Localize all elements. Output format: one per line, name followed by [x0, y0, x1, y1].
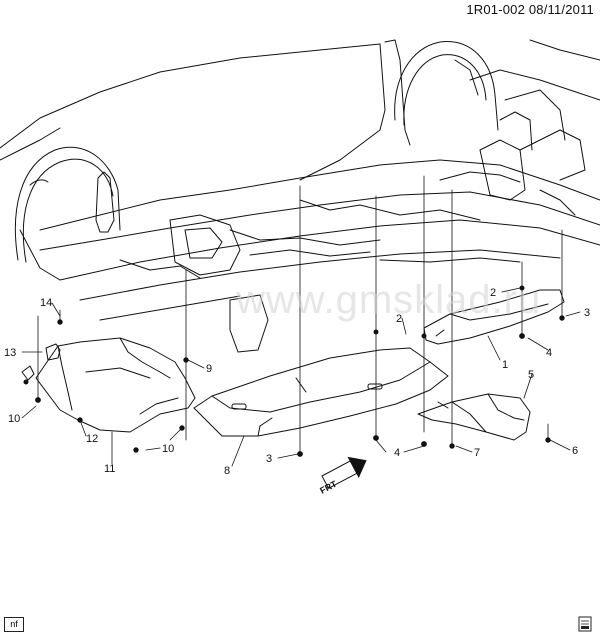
- part-1-rear-underbody-shield: [423, 289, 565, 345]
- document-icon: [578, 616, 592, 632]
- front-direction-indicator: FRT: [318, 456, 367, 496]
- callout-2: 2: [396, 313, 402, 325]
- arrow-icon: [347, 456, 367, 479]
- front-suspension-tower: [95, 171, 269, 353]
- callout-1: 1: [502, 359, 508, 371]
- callout-12: 12: [86, 433, 98, 445]
- callout-3: 3: [584, 307, 590, 319]
- callout-8: 8: [224, 465, 230, 477]
- part-5-rear-shield: [417, 393, 531, 441]
- document-reference: 1R01-002 08/11/2011: [466, 2, 594, 17]
- callout-11: 11: [104, 463, 115, 475]
- rear-wheel-well: [394, 41, 566, 141]
- part-13-bracket: [21, 343, 61, 381]
- callout-leaders: [21, 287, 581, 467]
- callout-5: 5: [528, 369, 534, 381]
- part-11-front-splash-shield: [35, 337, 196, 433]
- callout-2: 2: [490, 287, 496, 299]
- vehicle-body-outline: [0, 39, 600, 181]
- part-8-center-underbody-shield: [193, 347, 449, 437]
- callout-10: 10: [162, 443, 174, 455]
- rear-frame-rail: [479, 111, 586, 216]
- frt-label: FRT: [318, 478, 339, 495]
- callout-7: 7: [474, 447, 480, 459]
- callout-14: 14: [40, 297, 52, 309]
- callout-6: 6: [572, 445, 578, 457]
- callout-4: 4: [394, 447, 400, 459]
- leader-lines: [37, 175, 563, 457]
- callout-13: 13: [4, 347, 16, 359]
- callout-labels: 1 2 2 3 3 4 4 5 6 7 8 9 10 10 11 12 13 1…: [4, 287, 590, 477]
- callout-9: 9: [206, 363, 212, 375]
- callout-4: 4: [546, 347, 552, 359]
- fasteners: [23, 285, 565, 457]
- floor-pan: [39, 159, 600, 321]
- note-box: nf: [4, 617, 24, 632]
- callout-3: 3: [266, 453, 272, 465]
- callout-10: 10: [8, 413, 20, 425]
